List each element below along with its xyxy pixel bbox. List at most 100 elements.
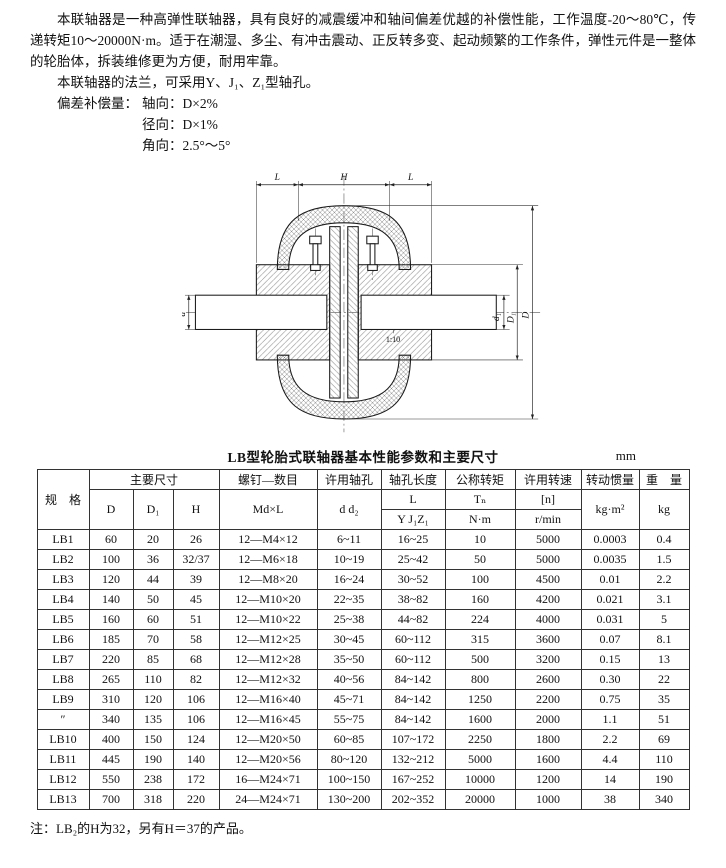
compensation-angular: 角向：2.5°～5° — [142, 137, 231, 153]
intro-paragraph-2: 本联轴器的法兰，可采用Y、J₁、Z₁型轴孔。 — [57, 74, 320, 90]
table-cell: LB10 — [36, 729, 90, 751]
table-cell: LB7 — [36, 649, 90, 671]
table-cell: LB5 — [36, 609, 90, 631]
table-unit: mm — [615, 448, 636, 464]
table-cell: 3600 — [514, 629, 582, 651]
clamp-bolts — [309, 236, 379, 272]
table-cell: 1600 — [514, 749, 582, 771]
table-cell: 60~112 — [380, 649, 446, 671]
table-cell: 35~50 — [316, 649, 382, 671]
intro-paragraph-1: 本联轴器是一种高弹性联轴器，具有良好的减震缓冲和轴间偏差优越的补偿性能，工作温度… — [30, 12, 696, 69]
table-cell: 16~24 — [316, 569, 382, 591]
table-cell: 12—M12×25 — [218, 629, 318, 651]
table-cell: 110 — [638, 749, 690, 771]
table-cell: 69 — [638, 729, 690, 751]
table-cell: 12—M20×56 — [218, 749, 318, 771]
table-cell: 82 — [172, 669, 220, 691]
table-cell: 4.4 — [580, 749, 640, 771]
table-cell: 310 — [88, 689, 134, 711]
table-cell: 1.1 — [580, 709, 640, 731]
table-cell: 106 — [172, 689, 220, 711]
table-cell: 1800 — [514, 729, 582, 751]
table-cell: 110 — [132, 669, 174, 691]
table-cell: 130~200 — [316, 789, 382, 811]
table-cell: 22~35 — [316, 589, 382, 611]
table-cell: 40~56 — [316, 669, 382, 691]
table-cell: 68 — [172, 649, 220, 671]
table-cell: 60 — [132, 609, 174, 631]
table-cell: 120 — [132, 689, 174, 711]
table-cell: 265 — [88, 669, 134, 691]
dim-label-d1: d₁ — [492, 314, 502, 322]
table-cell: 124 — [172, 729, 220, 751]
dimension-bore-left: d — [182, 295, 196, 331]
table-cell: 55~75 — [316, 709, 382, 731]
table-cell: 0.0035 — [580, 549, 640, 571]
table-cell: 45~71 — [316, 689, 382, 711]
table-cell: 45 — [172, 589, 220, 611]
dim-label-L-left: L — [274, 173, 280, 183]
table-cell: LB9 — [36, 689, 90, 711]
table-cell: 2250 — [444, 729, 516, 751]
table-cell: 100~150 — [316, 769, 382, 791]
table-cell: 0.75 — [580, 689, 640, 711]
header-inertia: 转动惯量 — [580, 469, 640, 491]
table-cell: 12—M4×12 — [218, 529, 318, 551]
table-cell: 190 — [638, 769, 690, 791]
table-cell: 10000 — [444, 769, 516, 791]
table-cell: 4500 — [514, 569, 582, 591]
table-cell: 85 — [132, 649, 174, 671]
table-cell: 220 — [172, 789, 220, 811]
table-cell: 12—M12×32 — [218, 669, 318, 691]
table-cell: 1250 — [444, 689, 516, 711]
table-cell: 51 — [172, 609, 220, 631]
table-cell: 60~112 — [380, 629, 446, 651]
table-cell: 160 — [88, 609, 134, 631]
table-cell: 135 — [132, 709, 174, 731]
table-cell: 10~19 — [316, 549, 382, 571]
table-cell: 60 — [88, 529, 134, 551]
compensation-block: 偏差补偿量： 轴向：D×2% 径向：D×1% 角向：2.5°～5° — [57, 94, 696, 157]
compensation-label: 偏差补偿量： — [57, 95, 138, 111]
table-cell: 107~172 — [380, 729, 446, 751]
spec-table-head: 规 格 主要尺寸 螺钉—数目 许用轴孔 轴孔长度 公称转矩 许用转速 转动惯量 … — [36, 469, 690, 531]
table-cell: LB12 — [36, 769, 90, 791]
table-cell: 39 — [172, 569, 220, 591]
table-cell: 58 — [172, 629, 220, 651]
table-cell: 400 — [88, 729, 134, 751]
header-row-2: D D₁ H Md×L d d₂ L Tₙ [n] kg·m² kg — [37, 489, 690, 531]
table-cell: 318 — [132, 789, 174, 811]
table-cell: 8.1 — [638, 629, 690, 651]
table-cell: 1000 — [514, 789, 582, 811]
table-cell: 2.2 — [580, 729, 640, 751]
table-cell: 5000 — [514, 529, 582, 551]
table-cell: 238 — [132, 769, 174, 791]
table-cell: 6~11 — [316, 529, 382, 551]
table-cell: 44 — [132, 569, 174, 591]
table-cell: 340 — [88, 709, 134, 731]
coupling-cross-section-svg: L H L d d₁ D₁ — [182, 173, 541, 433]
shaft-sections — [194, 295, 497, 331]
header-weight: 重 量 — [638, 469, 690, 491]
table-cell: LB8 — [36, 669, 90, 691]
table-cell: 1.5 — [638, 549, 690, 571]
dim-label-L-right: L — [407, 173, 413, 183]
table-cell: 120 — [88, 569, 134, 591]
table-cell: 12—M8×20 — [218, 569, 318, 591]
footnote: 注：LB₂的H为32，另有H＝37的产品。 — [30, 821, 252, 837]
table-cell: 35 — [638, 689, 690, 711]
table-cell: 106 — [172, 709, 220, 731]
coupling-drawing: L H L d d₁ D₁ — [30, 160, 696, 438]
table-title: LB型轮胎式联轴器基本性能参数和主要尺寸 — [227, 450, 499, 466]
table-cell: 84~142 — [380, 709, 446, 731]
table-cell: 1600 — [444, 709, 516, 731]
table-cell: 80~120 — [316, 749, 382, 771]
